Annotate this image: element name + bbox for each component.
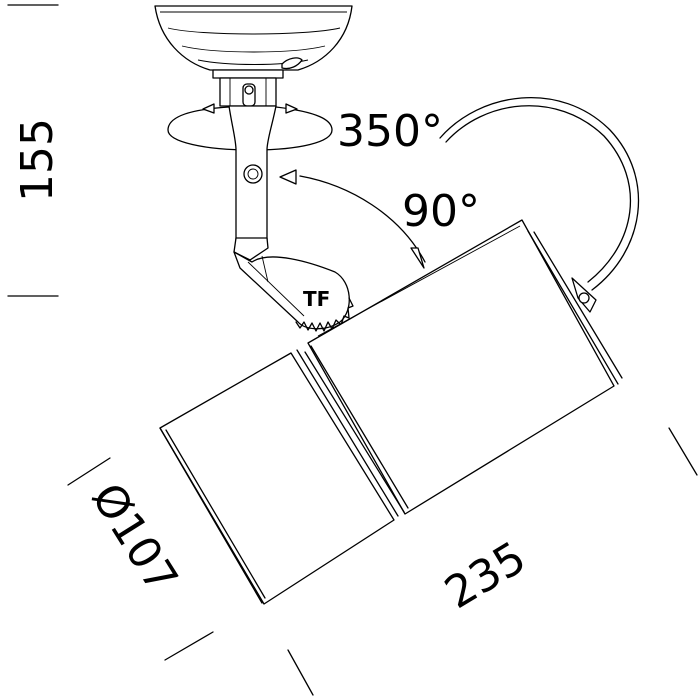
tilt-arc [279,169,426,269]
stem [228,105,277,261]
height-dimension-label: 155 [12,118,63,202]
diameter-dimension-label: Ø107 [81,475,187,603]
dimension-ticks [7,4,698,696]
rotation-angle-label: 350° [337,106,443,157]
length-dimension-label: 235 [436,532,534,619]
housing-front [159,345,409,605]
housing-upper [307,219,623,515]
yoke-bracket: TF [233,251,354,332]
tilt-angle-label: 90° [402,186,480,237]
rotation-collar [212,69,284,107]
rotation-arc [439,97,640,291]
ceiling-canopy [154,5,353,71]
logo-mark: TF [303,287,330,311]
